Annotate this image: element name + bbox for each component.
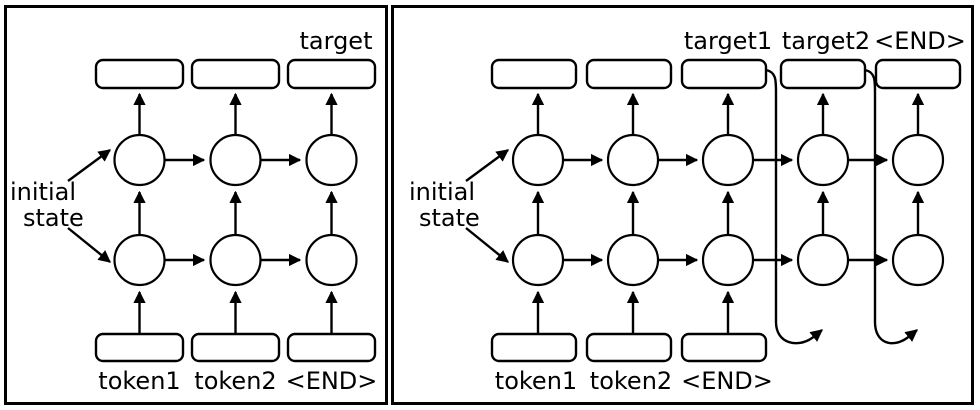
left-cell-bottom-2[interactable] (209, 233, 262, 287)
right-input-box-2[interactable] (585, 332, 673, 363)
left-cell-top-2[interactable] (209, 133, 262, 187)
right-feedback-loop-2 (864, 68, 918, 345)
left-cell-top-1[interactable] (113, 133, 166, 187)
left-panel-frame (4, 5, 388, 405)
left-input-label-1: token1 (98, 367, 180, 395)
right-input-label-2: token2 (590, 367, 672, 395)
right-input-box-1[interactable] (490, 332, 578, 363)
right-cell-top-1[interactable] (511, 133, 565, 187)
right-cell-bottom-3[interactable] (701, 233, 755, 287)
right-initial-state-label-line1: initial (409, 178, 475, 206)
left-input-box-1[interactable] (94, 332, 185, 363)
right-output-box-4[interactable] (779, 58, 867, 90)
left-initial-state-arrow-bottom (67, 227, 111, 263)
right-cell-top-5[interactable] (891, 133, 945, 187)
right-cell-bottom-5[interactable] (891, 233, 945, 287)
right-cell-top-4[interactable] (796, 133, 850, 187)
right-output-box-2[interactable] (585, 58, 673, 90)
right-initial-state-arrow-bottom (465, 227, 509, 263)
left-input-label-3: <END> (286, 367, 378, 395)
right-cell-bottom-1[interactable] (511, 233, 565, 287)
right-output-label-3: target1 (684, 27, 772, 55)
right-panel-frame (391, 5, 974, 405)
right-output-box-1[interactable] (490, 58, 578, 90)
left-input-label-2: token2 (194, 367, 276, 395)
right-output-box-3[interactable] (680, 58, 768, 90)
left-output-box-3[interactable] (286, 58, 377, 90)
right-output-label-4: target2 (782, 27, 870, 55)
left-cell-bottom-3[interactable] (305, 233, 358, 287)
left-initial-state-label-line1: initial (10, 178, 76, 206)
left-input-box-3[interactable] (286, 332, 377, 363)
right-cell-top-2[interactable] (606, 133, 660, 187)
left-output-label-3: target (300, 27, 373, 55)
right-input-label-3: <END> (681, 367, 773, 395)
left-output-box-2[interactable] (190, 58, 281, 90)
left-initial-state-label-line2: state (23, 204, 84, 232)
left-input-box-2[interactable] (190, 332, 281, 363)
right-initial-state-arrow-top (465, 149, 510, 182)
left-cell-bottom-1[interactable] (113, 233, 166, 287)
left-initial-state-arrow-top (67, 149, 112, 182)
right-input-box-3[interactable] (680, 332, 768, 363)
right-cell-bottom-4[interactable] (796, 233, 850, 287)
right-initial-state-label-line2: state (419, 204, 480, 232)
left-output-box-1[interactable] (94, 58, 185, 90)
right-cell-bottom-2[interactable] (606, 233, 660, 287)
right-feedback-loop-1 (765, 68, 823, 345)
right-output-box-5[interactable] (874, 58, 962, 90)
right-cell-top-3[interactable] (701, 133, 755, 187)
right-output-label-5: <END> (874, 27, 966, 55)
left-cell-top-3[interactable] (305, 133, 358, 187)
right-input-label-1: token1 (495, 367, 577, 395)
